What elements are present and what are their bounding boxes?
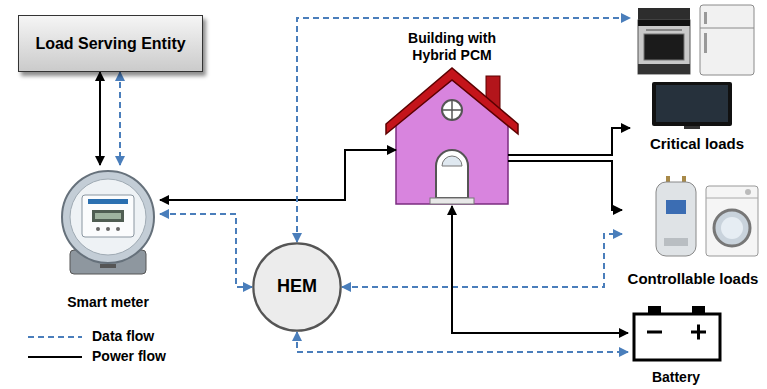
house-icon xyxy=(442,156,462,166)
hem-circle: HEM xyxy=(252,242,342,332)
water-heater-icon xyxy=(664,238,688,246)
legend-sample xyxy=(28,356,82,358)
house-icon xyxy=(386,68,518,204)
node-label: Building with Hybrid PCM xyxy=(396,30,508,64)
battery-node: Battery xyxy=(628,298,724,386)
fridge-icon xyxy=(700,5,754,75)
power-line xyxy=(508,128,630,155)
fridge-icon xyxy=(700,5,754,75)
fridge-icon xyxy=(704,12,707,24)
data-line xyxy=(160,214,252,287)
smart-meter-icon xyxy=(70,179,146,255)
smart-meter-icon xyxy=(62,171,154,263)
node-label: Controllable loads xyxy=(628,270,759,288)
house-icon xyxy=(396,80,508,204)
node-label: Load Serving Entity xyxy=(35,34,185,53)
node-label: Critical loads xyxy=(650,135,744,153)
smart-meter-icon xyxy=(62,171,154,274)
stove-icon xyxy=(638,8,690,74)
legend-text: Data flow xyxy=(92,328,154,345)
appliance-group: Controllable loads xyxy=(622,172,764,288)
washing-machine-icon xyxy=(745,189,751,195)
smart-meter-icon xyxy=(82,195,134,237)
smart-meter-icon xyxy=(95,213,121,219)
washing-machine-icon xyxy=(721,217,743,239)
node-label: Battery xyxy=(652,369,700,386)
entity-box: Load Serving Entity xyxy=(18,15,203,72)
fridge-icon xyxy=(704,33,707,53)
stove-icon xyxy=(646,29,682,31)
washing-machine-icon xyxy=(714,210,750,246)
house-icon xyxy=(442,100,462,120)
stove-icon xyxy=(638,20,690,26)
house-icon xyxy=(386,68,518,134)
smart-meter-icon xyxy=(116,227,120,231)
tv-icon xyxy=(656,85,728,122)
smart-meter-icon xyxy=(96,227,100,231)
legend-sample xyxy=(28,336,82,338)
washing-machine-icon xyxy=(706,198,758,199)
data-line xyxy=(119,72,121,165)
fridge-icon xyxy=(700,28,754,29)
power-line xyxy=(160,150,396,200)
building-node: Building with Hybrid PCM xyxy=(396,30,508,206)
stove-icon xyxy=(638,8,690,20)
node-label: Smart meter xyxy=(67,294,149,311)
water-heater-icon xyxy=(656,182,696,256)
data-line xyxy=(342,234,622,287)
smart-meter-icon xyxy=(100,264,116,268)
meter-node: Smart meter xyxy=(56,165,160,311)
power-line xyxy=(452,206,628,333)
smart-meter-icon xyxy=(106,227,110,231)
house-icon xyxy=(436,150,468,198)
circle-outline xyxy=(253,243,340,330)
power-line xyxy=(99,72,101,165)
washing-machine-icon xyxy=(706,186,758,256)
battery-icon xyxy=(634,306,720,360)
smart-meter-icon xyxy=(92,210,124,222)
water-heater-icon xyxy=(666,200,686,214)
stove-icon xyxy=(638,20,690,74)
stove-icon xyxy=(638,64,690,74)
battery-icon xyxy=(647,325,706,340)
tv-icon xyxy=(684,126,700,129)
water-heater-icon xyxy=(656,176,696,256)
legend-text: Power flow xyxy=(92,348,166,365)
data-line xyxy=(297,18,630,242)
tv-icon xyxy=(652,82,732,129)
smart-meter-icon xyxy=(88,199,128,204)
appliance-group: Critical loads xyxy=(630,3,764,153)
washing-machine-icon xyxy=(706,186,758,256)
tv-icon xyxy=(652,82,732,126)
battery-icon xyxy=(634,314,720,360)
house-icon xyxy=(430,198,474,204)
stove-icon xyxy=(644,34,684,60)
data-line xyxy=(297,332,628,352)
power-line xyxy=(508,161,622,210)
node-label: HEM xyxy=(277,276,317,298)
house-icon xyxy=(442,100,462,120)
